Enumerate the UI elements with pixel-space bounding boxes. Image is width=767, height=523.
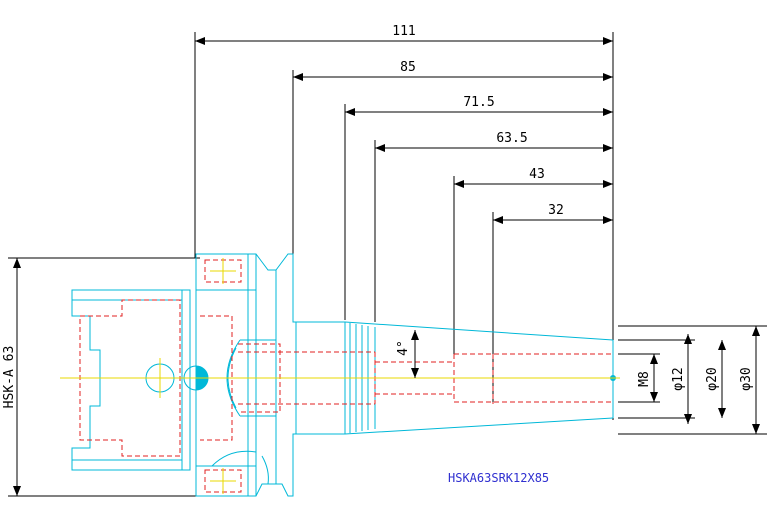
- dim-label-hsk: HSK-A 63: [2, 346, 17, 409]
- diameter-dimensions: M8 φ12 φ20 φ30: [618, 325, 767, 435]
- dim-label-111: 111: [392, 24, 415, 39]
- dim-label-43: 43: [529, 167, 545, 182]
- holder-outline: [71, 253, 616, 497]
- hidden-lines: [79, 259, 613, 493]
- dim-label-71-5: 71.5: [463, 95, 494, 110]
- center-lines: [60, 258, 620, 494]
- part-number: HSKA63SRK12X85: [448, 471, 549, 485]
- taper-dimension: 4°: [396, 330, 419, 378]
- length-dimensions: 111 85 71.5 63.5 43 32: [194, 24, 614, 420]
- dim-label-85: 85: [400, 60, 416, 75]
- dim-label-m8: M8: [637, 371, 652, 387]
- dim-label-30: φ30: [739, 367, 754, 390]
- dim-label-12: φ12: [671, 367, 686, 390]
- dim-label-63-5: 63.5: [496, 131, 527, 146]
- hsk-dimension: HSK-A 63: [2, 257, 200, 497]
- dim-label-20: φ20: [705, 367, 720, 390]
- dim-label-32: 32: [548, 203, 564, 218]
- dim-label-taper: 4°: [396, 340, 411, 356]
